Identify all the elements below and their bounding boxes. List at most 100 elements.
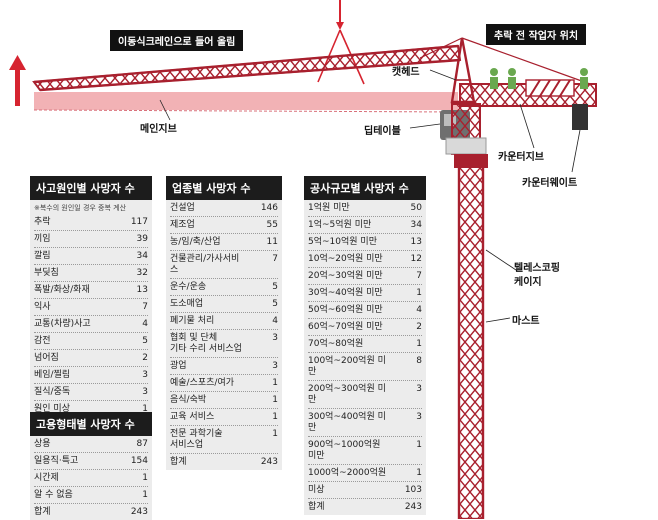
lift-arrow (9, 55, 26, 106)
row-label: 넘어짐 (34, 352, 59, 363)
row-value: 4 (142, 318, 148, 329)
row-value: 1 (416, 338, 422, 349)
cause-table-note: ※복수의 원인일 경우 중복 계산 (34, 204, 127, 212)
table-row: 70억~80억원 1 (308, 336, 422, 353)
row-label: 감전 (34, 335, 51, 346)
row-label: 50억~60억원 미만 (308, 304, 383, 315)
employment-table-title: 고용형태별 사망자 수 (30, 412, 152, 436)
table-row: 합계 243 (170, 454, 278, 470)
mast (454, 154, 488, 519)
row-value: 3 (416, 383, 422, 394)
row-label: 건물관리/가사서비스 (170, 253, 240, 275)
row-value: 8 (416, 355, 422, 366)
row-label: 900억~1000억원 미만 (308, 439, 381, 461)
hoist-rope (317, 0, 365, 85)
row-value: 11 (266, 236, 278, 247)
row-value: 1 (272, 377, 278, 388)
counter-jib (459, 79, 597, 107)
main-jib (32, 44, 462, 92)
row-value: 3 (416, 411, 422, 422)
table-row: 예술/스포츠/여가 1 (170, 375, 278, 392)
row-label: 음식/숙박 (170, 394, 207, 405)
row-value: 3 (272, 360, 278, 371)
deep-table-label: 딥테이블 (364, 126, 401, 137)
row-value: 154 (130, 455, 148, 466)
row-value: 3 (272, 332, 278, 343)
row-label: 합계 (34, 506, 51, 517)
row-label: 도소매업 (170, 298, 204, 309)
table-row: 교통(차량)사고 4 (34, 316, 148, 333)
row-label: 100억~200억원 미만 (308, 355, 386, 377)
row-value: 1 (142, 472, 148, 483)
row-label: 깔림 (34, 250, 51, 261)
table-row: 전문 과학기술 서비스업 1 (170, 426, 278, 454)
jib-original-position (34, 92, 458, 110)
row-label: 20억~30억원 미만 (308, 270, 383, 281)
row-label: 예술/스포츠/여가 (170, 377, 235, 388)
row-label: 60억~70억원 미만 (308, 321, 383, 332)
row-value: 243 (260, 456, 278, 467)
fall-position-caption: 추락 전 작업자 위치 (486, 24, 587, 45)
row-value: 1 (416, 467, 422, 478)
lift-caption: 이동식크레인으로 들어 올림 (110, 30, 244, 51)
counter-jib-label: 카운터지브 (498, 152, 544, 163)
row-label: 폐기물 처리 (170, 315, 215, 326)
row-label: 70억~80억원 (308, 338, 364, 349)
row-label: 합계 (170, 456, 187, 467)
row-label: 익사 (34, 301, 51, 312)
cat-head-label: 캣헤드 (392, 67, 420, 78)
row-label: 원인 미상 (34, 403, 70, 414)
table-row: 도소매업 5 (170, 296, 278, 313)
row-value: 1 (142, 403, 148, 414)
row-value: 2 (416, 321, 422, 332)
table-row: 음식/숙박 1 (170, 392, 278, 409)
row-value: 1 (272, 411, 278, 422)
row-label: 추락 (34, 216, 51, 227)
row-label: 교육 서비스 (170, 411, 215, 422)
table-row: 교육 서비스 1 (170, 409, 278, 426)
row-value: 12 (410, 253, 422, 264)
row-label: 1억원 미만 (308, 202, 350, 213)
table-row: 100억~200억원 미만 8 (308, 353, 422, 381)
row-label: 전문 과학기술 서비스업 (170, 428, 223, 450)
row-label: 교통(차량)사고 (34, 318, 91, 329)
row-value: 1 (272, 428, 278, 439)
table-row: 운수/운송 5 (170, 279, 278, 296)
row-label: 운수/운송 (170, 281, 207, 292)
row-value: 5 (272, 281, 278, 292)
row-value: 243 (404, 501, 422, 512)
row-label: 농/임/축/산업 (170, 236, 221, 247)
row-value: 1 (272, 394, 278, 405)
row-label: 300억~400억원 미만 (308, 411, 386, 433)
row-value: 5 (272, 298, 278, 309)
row-label: 5억~10억원 미만 (308, 236, 377, 247)
industry-table-title: 업종별 사망자 수 (166, 176, 282, 200)
row-label: 제조업 (170, 219, 195, 230)
